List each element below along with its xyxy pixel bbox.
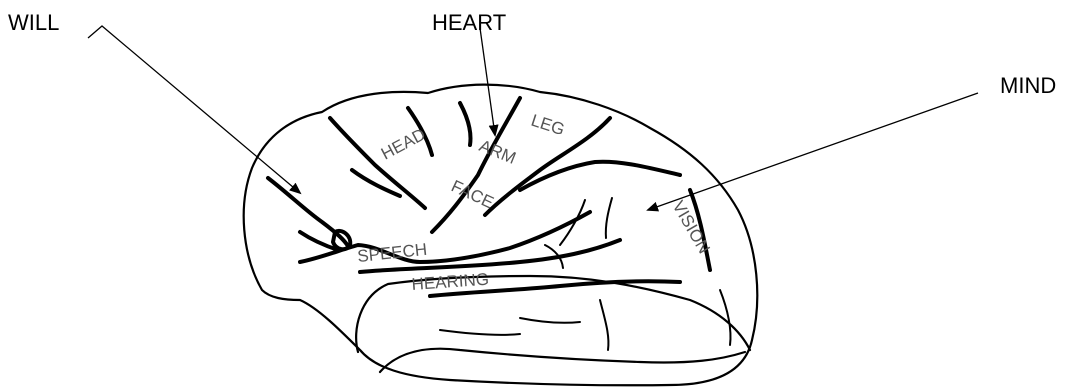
callout-will: WILL	[8, 10, 59, 35]
region-labels: HEAD LEG ARM FACE SPEECH HEARING VISION	[356, 111, 713, 294]
region-label-leg: LEG	[529, 111, 567, 140]
callout-mind: MIND	[1000, 73, 1056, 98]
will-leader-arrow	[88, 26, 300, 193]
region-label-head: HEAD	[378, 125, 429, 164]
heart-leader-arrow	[480, 28, 495, 135]
callout-heart: HEART	[432, 10, 506, 35]
mind-leader-arrow	[648, 93, 978, 210]
callouts: WILL HEART MIND	[8, 10, 1056, 210]
brain-sulci	[268, 98, 731, 350]
region-label-vision: VISION	[669, 198, 714, 257]
